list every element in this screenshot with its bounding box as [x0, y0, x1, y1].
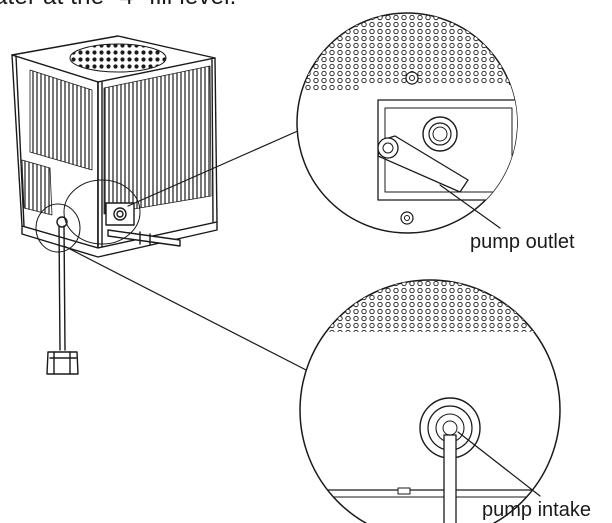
intake-detail-circle — [299, 279, 561, 523]
leader-outlet — [127, 129, 301, 207]
pump-intake-label: pump intake — [482, 499, 591, 521]
leader-outlet-label — [439, 184, 501, 229]
pump-outlet-label: pump outlet — [470, 231, 575, 253]
zoom-ring-intake — [35, 203, 81, 253]
heat-pump-unit — [11, 35, 218, 375]
top-caption: ater at the "4" fill level. — [0, 0, 237, 11]
outlet-detail-circle — [296, 12, 518, 234]
leader-intake — [63, 245, 311, 373]
zoom-ring-outlet — [63, 179, 141, 245]
leader-intake-label — [457, 431, 541, 497]
